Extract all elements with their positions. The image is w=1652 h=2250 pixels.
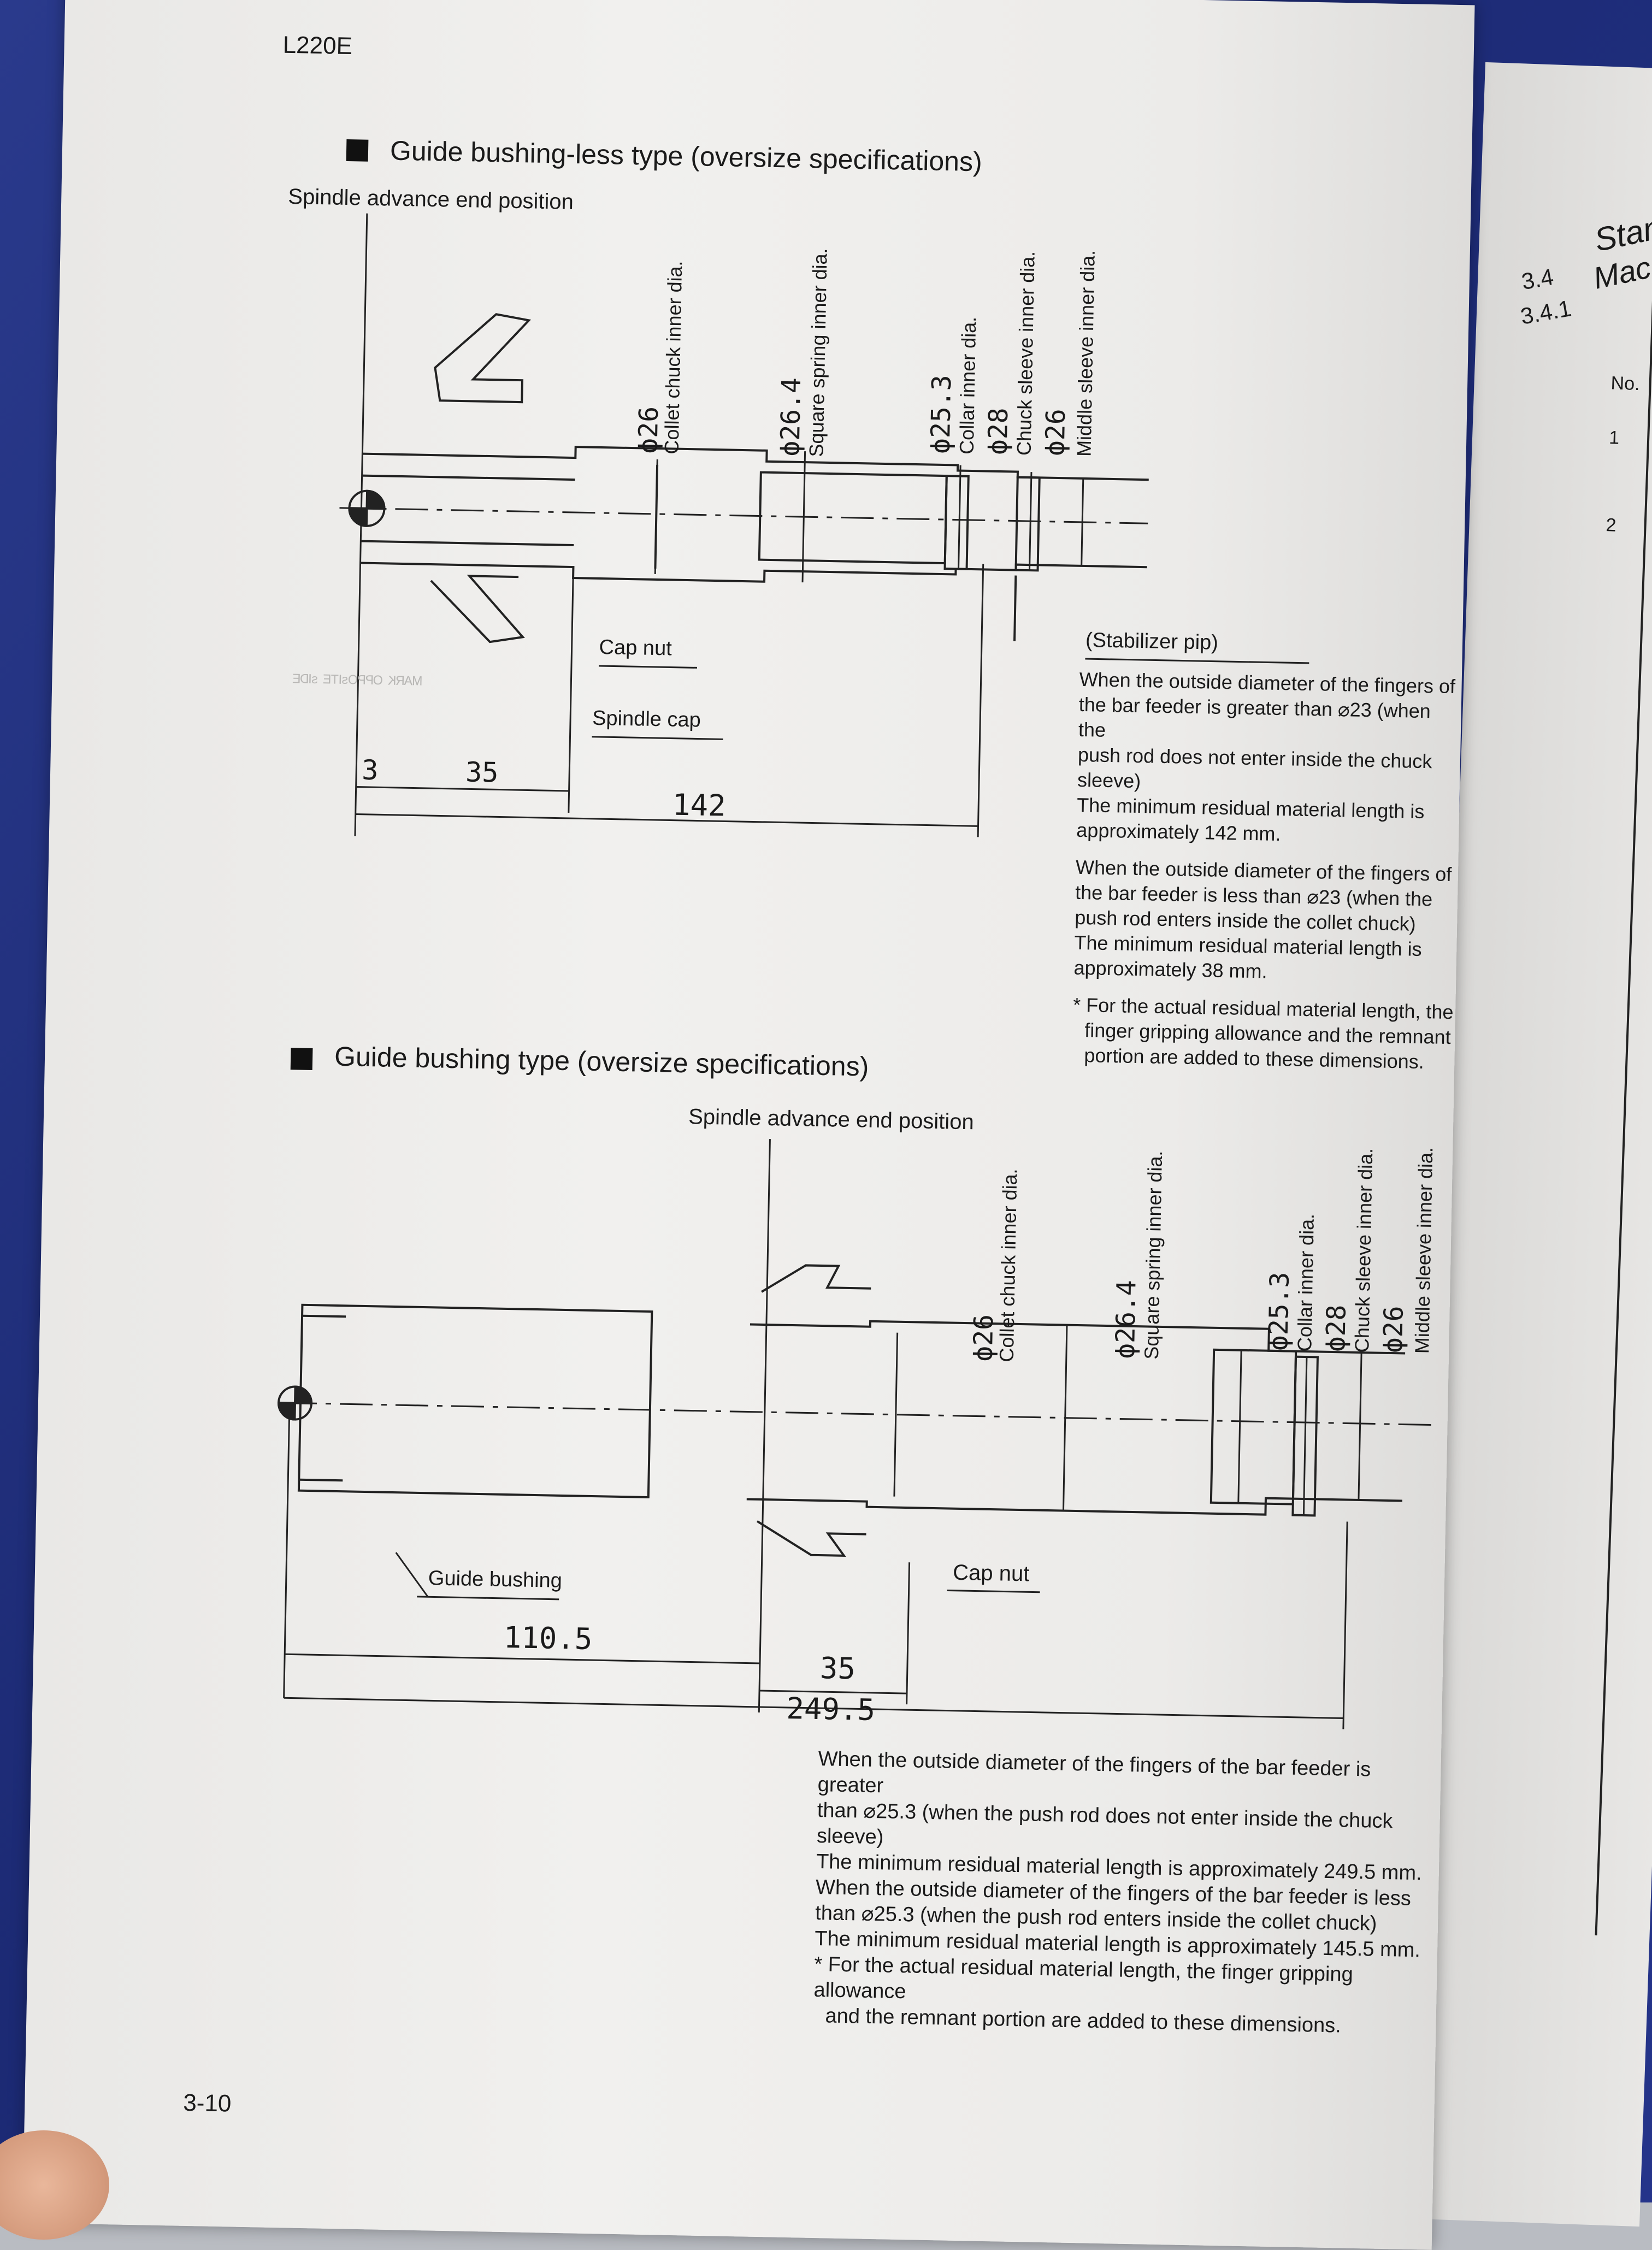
dim-square-spring-dia-top: ϕ26.4	[775, 377, 807, 457]
label-cap-nut-top: Cap nut	[599, 635, 672, 660]
drawings	[278, 213, 1431, 1729]
dim-length-3: 3	[361, 754, 379, 787]
table-row-number: 2	[1605, 515, 1617, 536]
section-bullet-icon	[290, 1048, 313, 1071]
label-collar-bottom: Collar inner dia.	[1293, 1213, 1318, 1352]
dim-length-110-5: 110.5	[503, 1620, 593, 1657]
label-middle-sleeve-top: Middle sleeve inner dia.	[1072, 250, 1099, 457]
label-collet-chuck-top: Collet chuck inner dia.	[660, 260, 687, 454]
notes-bottom: When the outside diameter of the fingers…	[813, 1746, 1441, 2041]
dim-collar-dia-bottom: ϕ25.3	[1263, 1272, 1295, 1351]
show-through-text: ᴹᴬᴿᴷ ᴼᴾᴾᴼˢᴵᵀᴱ ˢᴵᴰᴱ	[292, 671, 422, 694]
dim-collet-dia-top: ϕ26	[633, 406, 665, 454]
label-chuck-sleeve-bottom: Chuck sleeve inner dia.	[1350, 1148, 1377, 1353]
label-cap-nut-bottom: Cap nut	[952, 1560, 1030, 1586]
dim-length-142: 142	[672, 787, 727, 823]
dim-collar-dia-top: ϕ25.3	[925, 374, 958, 454]
page-number: 3-10	[182, 2089, 232, 2117]
dim-square-spring-dia-bottom: ϕ26.4	[1110, 1279, 1142, 1360]
subsection-number: 3.4.1	[1518, 295, 1573, 329]
label-collet-chuck-bottom: Collet chuck inner dia.	[995, 1168, 1022, 1362]
dim-middle-sleeve-dia-bottom: ϕ26	[1378, 1305, 1409, 1354]
note-line: the bar feeder is greater than ⌀23 (when…	[1078, 693, 1431, 741]
label-stabilizer-pip: (Stabilizer pip)	[1085, 629, 1219, 654]
label-middle-sleeve-bottom: Middle sleeve inner dia.	[1411, 1147, 1437, 1354]
table-row-number: 1	[1608, 427, 1620, 448]
table-header-no: No.	[1610, 373, 1641, 395]
section-number: 3.4	[1519, 263, 1556, 295]
note-line: push rod does not enter inside the chuck…	[1077, 743, 1432, 793]
label-chuck-sleeve-top: Chuck sleeve inner dia.	[1012, 251, 1039, 456]
dim-chuck-sleeve-dia-bottom: ϕ28	[1320, 1304, 1352, 1353]
manual-page: L220E Guide bushing-less type (oversize …	[22, 0, 1475, 2250]
label-spindle-cap: Spindle cap	[592, 706, 701, 732]
dim-length-35-bottom: 35	[819, 1651, 856, 1686]
dim-length-249-5: 249.5	[786, 1691, 876, 1728]
dim-chuck-sleeve-dia-top: ϕ28	[982, 407, 1014, 456]
label-collar-top: Collar inner dia.	[955, 316, 981, 455]
dim-middle-sleeve-dia-top: ϕ26	[1040, 408, 1072, 457]
notes-top: When the outside diameter of the fingers…	[1072, 667, 1462, 1075]
label-square-spring-bottom: Square spring inner dia.	[1140, 1150, 1167, 1360]
table-border	[1595, 297, 1652, 1936]
dim-length-35-top: 35	[465, 756, 499, 789]
label-guide-bushing: Guide bushing	[428, 1567, 563, 1592]
dim-collet-dia-bottom: ϕ26	[967, 1314, 1000, 1362]
label-square-spring-top: Square spring inner dia.	[805, 247, 831, 457]
